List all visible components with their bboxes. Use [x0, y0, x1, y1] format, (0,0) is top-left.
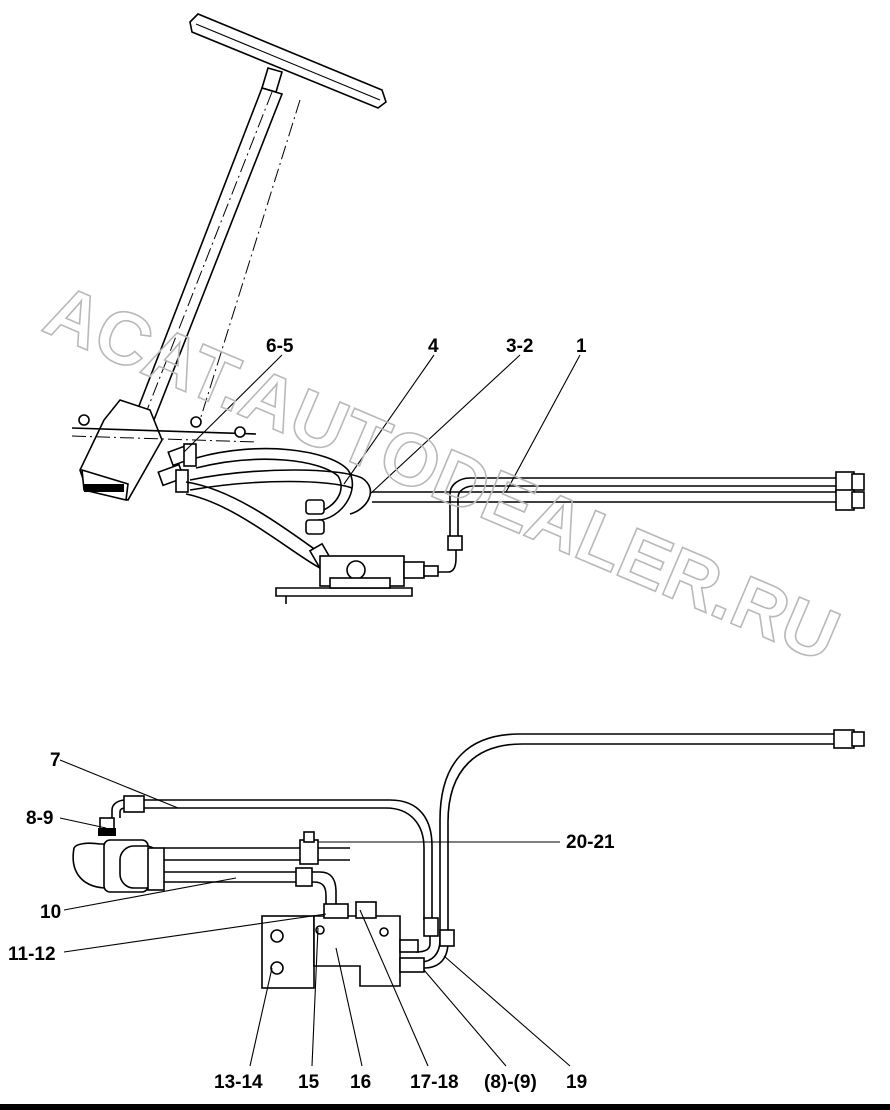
frame-bottom-border — [0, 1104, 890, 1110]
label-1: 1 — [576, 336, 587, 357]
leader-lines — [59, 354, 581, 1067]
label-11-12: 11-12 — [8, 944, 56, 965]
label-7: 7 — [50, 750, 61, 771]
hose-1 — [372, 471, 865, 548]
part-labels: 1 3-2 4 6-5 7 8-9 10 11-12 13-14 15 16 1… — [8, 336, 615, 1093]
label-4: 4 — [428, 336, 439, 357]
label-13-14: 13-14 — [214, 1072, 263, 1093]
label-10: 10 — [40, 902, 61, 923]
label-20-21: 20-21 — [566, 832, 615, 853]
label-16: 16 — [350, 1072, 371, 1093]
control-valve-manifold — [261, 901, 425, 989]
label-15: 15 — [298, 1072, 320, 1093]
label-8-9: 8-9 — [26, 808, 53, 829]
label-8-9-ref: (8)-(9) — [484, 1072, 537, 1093]
hose-20-21 — [164, 831, 350, 865]
hose-3-2 — [189, 469, 372, 515]
steering-unit — [71, 399, 257, 501]
hose-19 — [419, 729, 865, 969]
hose-10 — [164, 867, 337, 908]
watermark: ACAT.AUTODEALER.RU — [34, 268, 851, 677]
label-17-18: 17-18 — [410, 1072, 459, 1093]
loose-fittings — [305, 499, 325, 535]
priority-valve — [275, 535, 463, 604]
pump — [72, 817, 165, 893]
steering-wheel — [189, 13, 387, 109]
label-19: 19 — [566, 1072, 587, 1093]
steering-fittings — [157, 443, 197, 493]
hose-7 — [111, 795, 439, 953]
label-3-2: 3-2 — [506, 336, 533, 357]
label-6-5: 6-5 — [266, 336, 294, 357]
